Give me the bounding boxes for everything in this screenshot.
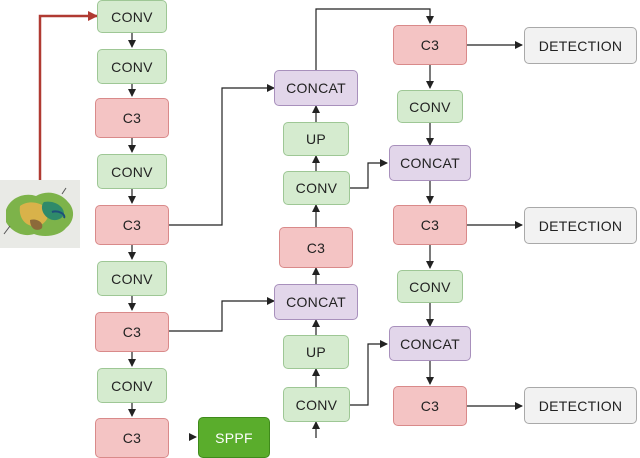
- backbone-c3-1: C3: [95, 98, 169, 138]
- arrow-neckconv-to-concat2: [350, 340, 388, 406]
- head-concat-1: CONCAT: [389, 145, 471, 181]
- backbone-conv-1: CONV: [97, 0, 167, 33]
- sppf-block: SPPF: [198, 417, 270, 458]
- head-conv-2: CONV: [397, 270, 463, 303]
- neck-up-2: UP: [283, 335, 349, 369]
- neck-concat-1: CONCAT: [274, 70, 358, 106]
- head-c3-2: C3: [393, 205, 467, 245]
- neck-up-1: UP: [283, 122, 349, 156]
- backbone-c3-2: C3: [95, 205, 169, 245]
- input-image-thumbnail: [0, 180, 80, 248]
- arrow-concat-to-head-c3: [315, 8, 434, 70]
- neck-conv-1: CONV: [283, 171, 350, 205]
- backbone-c3-4: C3: [95, 418, 169, 458]
- backbone-conv-5: CONV: [97, 368, 167, 403]
- arrow-neckconv-to-concat1: [350, 159, 388, 189]
- neck-concat-2: CONCAT: [274, 284, 358, 320]
- head-c3-3: C3: [393, 386, 467, 426]
- backbone-conv-3: CONV: [97, 154, 167, 189]
- input-arrow: [38, 11, 98, 180]
- head-conv-1: CONV: [397, 90, 463, 123]
- arrow-c3-to-concat-mid: [169, 297, 275, 332]
- head-concat-2: CONCAT: [389, 326, 471, 361]
- detection-output-3: DETECTION: [524, 387, 637, 424]
- backbone-conv-4: CONV: [97, 261, 167, 296]
- arrow-c3-to-concat-top: [169, 84, 275, 226]
- detection-output-1: DETECTION: [524, 27, 637, 64]
- backbone-c3-3: C3: [95, 312, 169, 352]
- head-c3-1: C3: [393, 25, 467, 65]
- detection-output-2: DETECTION: [524, 207, 637, 244]
- neck-conv-2: CONV: [283, 387, 350, 422]
- neck-c3: C3: [279, 227, 353, 268]
- backbone-conv-2: CONV: [97, 49, 167, 84]
